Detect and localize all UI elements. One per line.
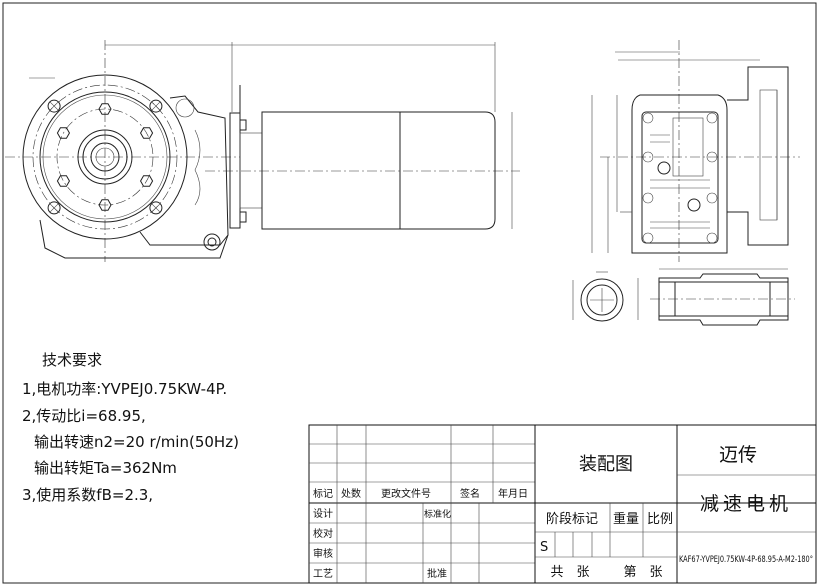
header-doc-no: 更改文件号 [381,487,431,500]
bolt-hole-icon [149,99,163,113]
requirement-item: 输出转矩Ta=362Nm [34,459,177,477]
hollow-shaft-side [637,268,795,326]
title-block-text: 标记 处数 更改文件号 签名 年月日 设计 标准化 校对 审核 工艺 批准 装配… [313,444,813,580]
front-view-gear-unit [5,40,520,262]
hex-bolt-icon [139,175,154,187]
hollow-shaft-section [572,271,624,322]
hex-bolt-icon [56,175,71,187]
stage-mark-label: 阶段标记 [546,512,598,527]
requirement-item: 2,传动比i=68.95, [22,407,146,425]
header-count: 处数 [341,487,361,500]
header-date: 年月日 [498,487,528,500]
hex-bolt-icon [139,127,154,139]
scale-label: 比例 [647,512,673,527]
side-view-gear-unit [591,40,800,262]
role-check: 校对 [313,527,333,540]
requirement-item: 输出转速n2=20 r/min(50Hz) [34,433,239,451]
header-mark: 标记 [313,488,333,500]
product-name: 减速电机 [700,493,792,515]
requirements-title: 技术要求 [42,351,103,369]
weight-label: 重量 [613,511,639,527]
sheet-number: 第 张 [623,565,662,580]
bolt-hole-icon [47,201,61,215]
role-review: 审核 [313,547,333,560]
drawing-type: 装配图 [579,454,633,475]
stage-value: S [540,540,548,555]
title-block [308,424,817,584]
bolt-hole-icon [47,99,61,113]
hex-bolt-icon [56,127,71,139]
header-sign: 签名 [460,487,480,500]
role-design: 设计 [313,507,333,520]
role-approve: 批准 [427,567,447,580]
total-sheets: 共 张 [550,565,589,580]
flange-bolt-holes [47,99,163,215]
motor-body [261,111,496,230]
model-number: KAF67-YVPEJ0.75KW-4P-68.95-A-M2-180° [679,555,813,565]
role-standard: 标准化 [424,508,451,520]
role-process: 工艺 [313,568,333,580]
requirement-item: 1,电机功率:YVPEJ0.75KW-4P. [22,380,228,398]
hex-bolt-icon [98,103,112,115]
requirement-item: 3,使用系数fB=2.3, [22,486,154,504]
company-name: 迈传 [719,444,757,466]
bolt-hole-icon [149,201,163,215]
hex-bolt-icon [98,199,112,211]
